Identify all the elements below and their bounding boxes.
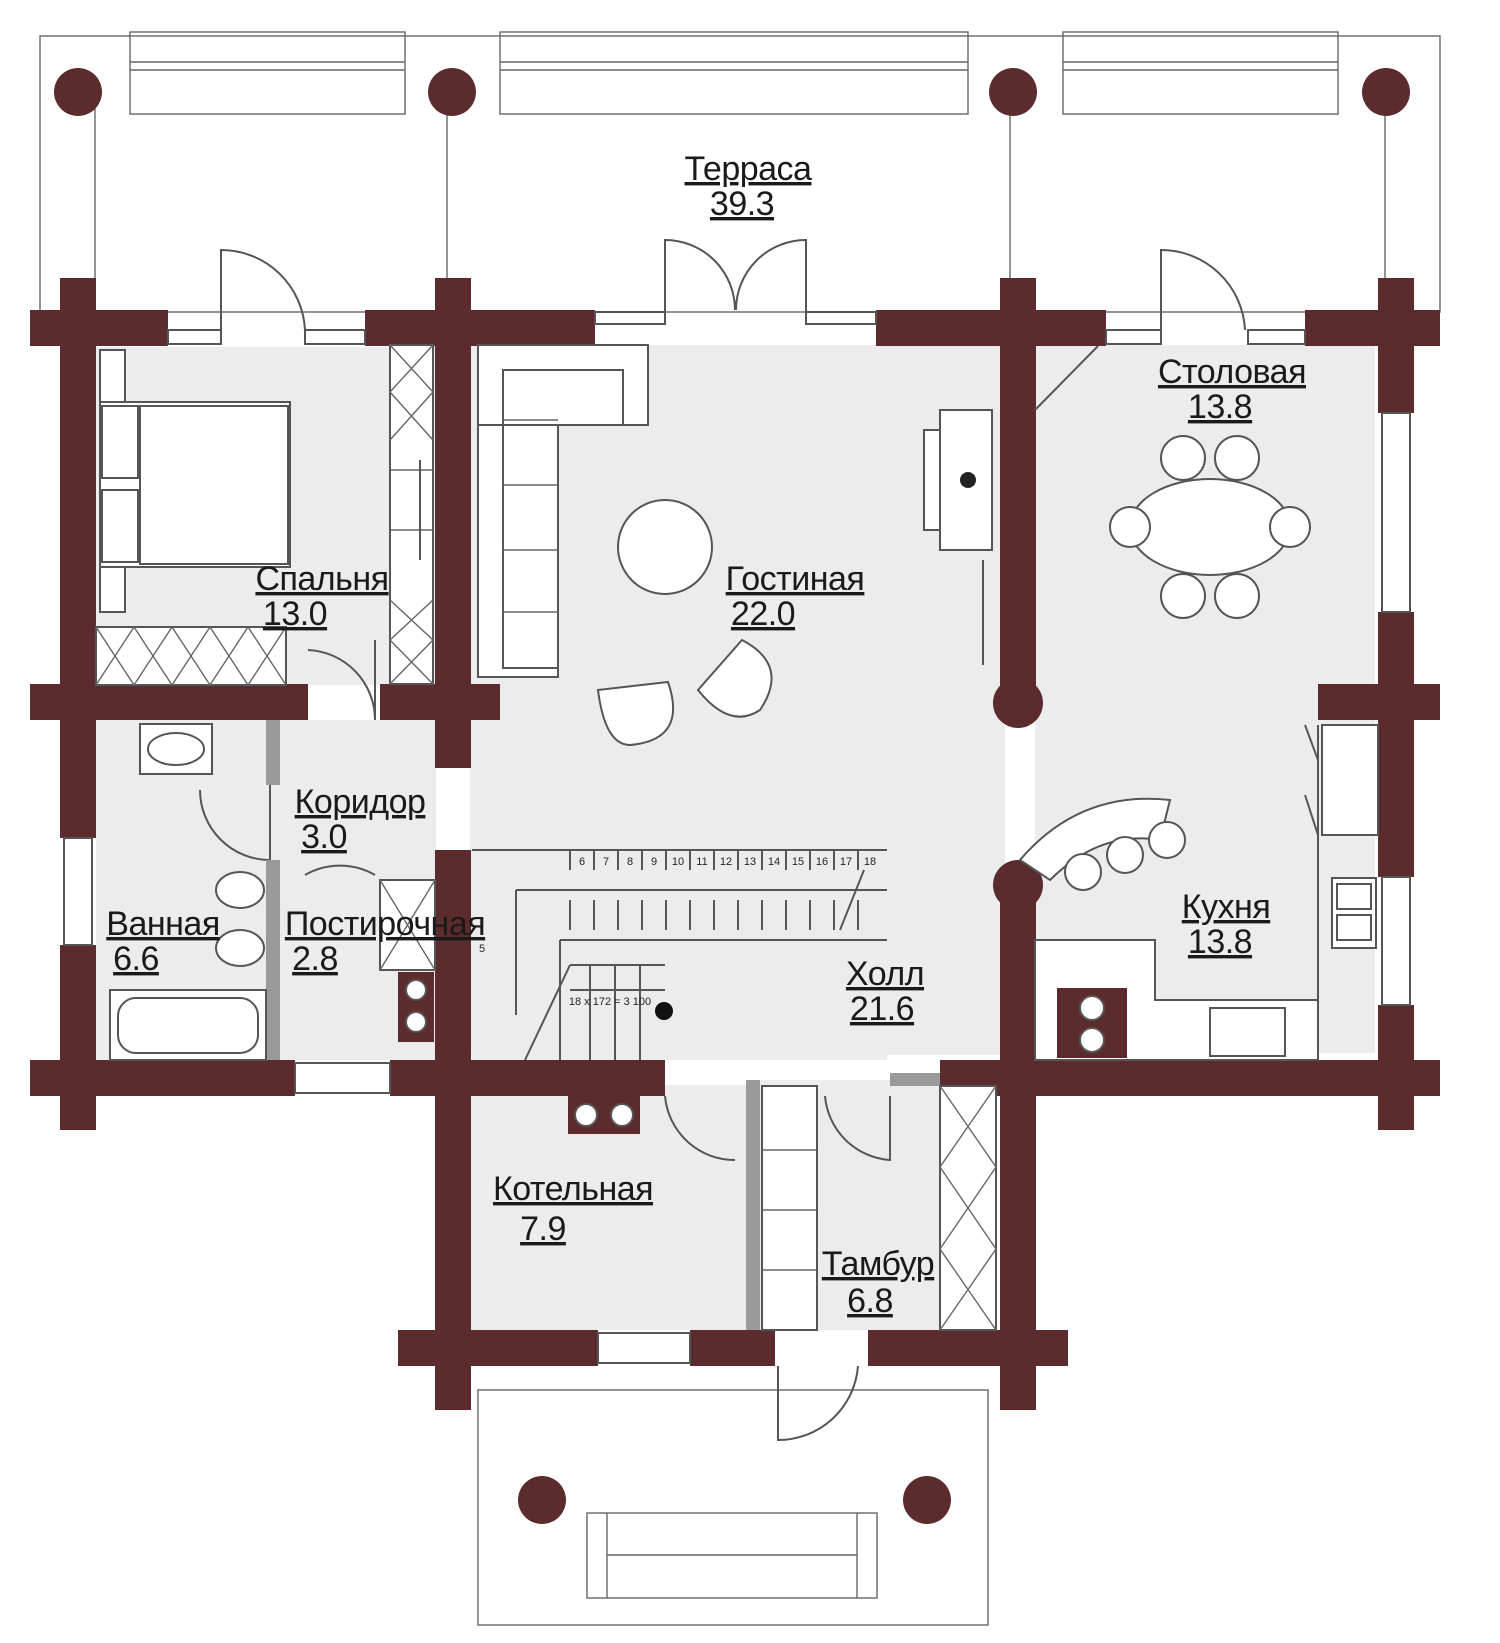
boiler-area-value: 7.9 xyxy=(520,1210,566,1248)
living-area-value: 22.0 xyxy=(731,595,795,633)
hall-area-value: 21.6 xyxy=(850,990,914,1028)
stair-step-8: 8 xyxy=(627,856,633,868)
entrance-porch xyxy=(477,1389,989,1626)
terrace-name: Терраса xyxy=(685,150,812,188)
living-name: Гостиная xyxy=(726,560,865,598)
vestibule-area-value: 6.8 xyxy=(847,1282,893,1320)
stair-step-18: 18 xyxy=(864,856,876,868)
bedroom-name: Спальня xyxy=(255,560,388,598)
stair-step-17: 17 xyxy=(840,856,852,868)
dining-name: Столовая xyxy=(1158,353,1306,391)
stair-step-14: 14 xyxy=(768,856,780,868)
stair-step-12: 12 xyxy=(720,856,732,868)
doors xyxy=(199,238,1246,1442)
terrace-area xyxy=(39,31,1441,313)
boiler-vestibule-furniture xyxy=(568,1085,997,1331)
stair-step-13: 13 xyxy=(744,856,756,868)
room-labels: Терраса 39.3 Спальня 13.0 Гостиная 22.0 … xyxy=(106,150,1306,1320)
kitchen-area-value: 13.8 xyxy=(1188,923,1252,961)
dining-area-value: 13.8 xyxy=(1188,388,1252,426)
bathroom-area-value: 6.6 xyxy=(113,940,159,978)
laundry-name: Постирочная xyxy=(285,905,485,943)
walls xyxy=(30,278,1440,1410)
stair-step-16: 16 xyxy=(816,856,828,868)
stair-step-15: 15 xyxy=(792,856,804,868)
corridor-name: Коридор xyxy=(295,783,426,821)
kitchen-name: Кухня xyxy=(1182,888,1271,926)
bathroom-name: Ванная xyxy=(106,905,219,943)
stair-step-6: 6 xyxy=(579,856,585,868)
stair-step-numbers: 5 6 7 8 9 10 11 12 13 14 15 16 17 18 18 … xyxy=(479,856,876,1008)
stair-step-11: 11 xyxy=(696,856,707,868)
corridor-area-value: 3.0 xyxy=(301,818,347,856)
stair-step-5: 5 xyxy=(479,943,485,955)
laundry-area-value: 2.8 xyxy=(292,940,338,978)
boiler-name: Котельная xyxy=(493,1170,653,1208)
stair-step-9: 9 xyxy=(651,856,657,868)
bedroom-furniture xyxy=(95,344,434,686)
dining-furniture xyxy=(1109,435,1311,619)
hall-name: Холл xyxy=(846,955,924,993)
partitions xyxy=(266,720,940,1330)
bathroom-furniture xyxy=(109,723,436,1061)
bedroom-area-value: 13.0 xyxy=(263,595,327,633)
stair-spec: 18 x 172 = 3 100 xyxy=(569,996,651,1008)
terrace-area-value: 39.3 xyxy=(710,185,774,223)
living-furniture xyxy=(477,344,993,747)
terrace-columns xyxy=(54,68,1410,116)
vestibule-name: Тамбур xyxy=(822,1245,934,1283)
staircase xyxy=(472,849,887,1061)
stair-step-10: 10 xyxy=(672,856,684,868)
stair-step-7: 7 xyxy=(603,856,609,868)
kitchen-furniture xyxy=(1018,724,1379,1061)
